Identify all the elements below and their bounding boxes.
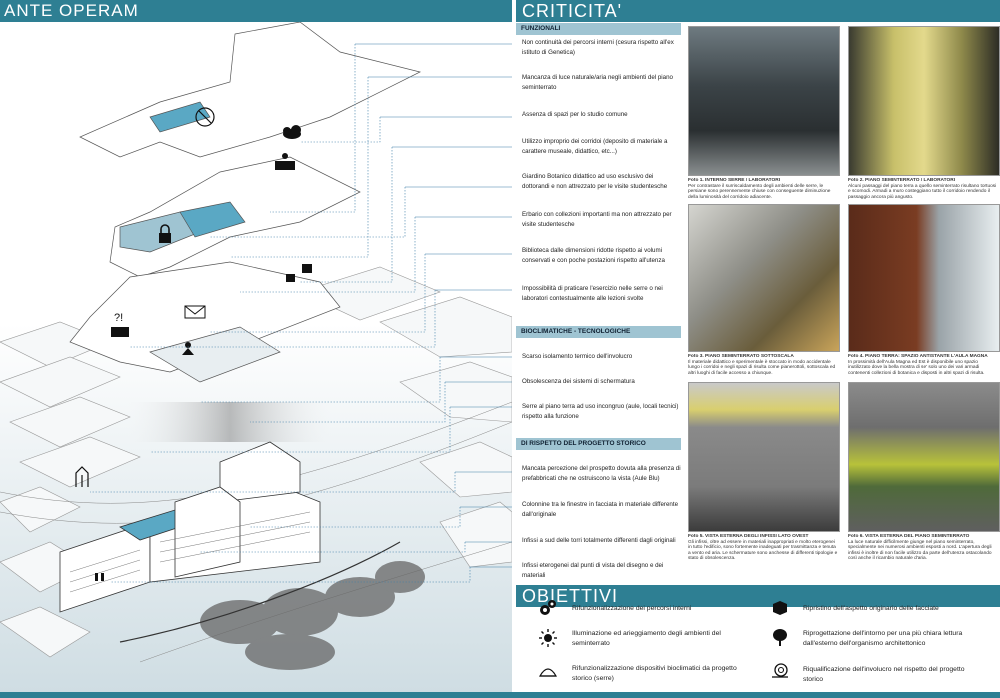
photo-1	[688, 26, 840, 176]
photo-1-caption: Foto 1. INTERNO SERRE / LABORATORI Per c…	[688, 178, 838, 200]
photo-6	[848, 382, 1000, 532]
critic-item: Infissi a sud delle torri totalmente dif…	[522, 537, 676, 544]
critic-item: Mancata percezione del prospetto dovuta …	[522, 465, 681, 482]
critic-item: Obsolescenza dei sistemi di schermatura	[522, 378, 635, 385]
obiettivi-header: OBIETTIVI	[516, 585, 1000, 607]
photo-2-title: Foto 2. PIANO SEMINTERRATO / LABORATORI	[848, 178, 956, 183]
critic-item: Colonnine tra le finestre in facciata in…	[522, 501, 679, 518]
photo-6-text: La luce naturale difficilmente giunge ne…	[848, 539, 992, 562]
ante-operam-header: ANTE OPERAM	[0, 0, 512, 22]
forbidden-icon	[195, 107, 215, 127]
photo-6-caption: Foto 6. VISTA ESTERNA DEL PIANO SEMINTER…	[848, 534, 998, 562]
sun-icon	[538, 628, 558, 648]
snail-icon	[770, 660, 790, 680]
objective-item: Riqualificazione dell'involucro nel risp…	[803, 666, 965, 683]
gears-icon	[538, 598, 558, 618]
photo-3-text: Il materiale didattico e sperimentale è …	[688, 359, 836, 376]
category-funzionali: FUNZIONALI	[516, 23, 681, 35]
desk-icon	[275, 153, 295, 170]
objective-item: Rifunzionalizzazione dei percorsi intern…	[572, 605, 692, 612]
envelope-icon	[184, 305, 206, 319]
photo-4-title: Foto 4. PIANO TERRA: SPAZIO ANTISTANTE L…	[848, 354, 988, 359]
photo-3-title: Foto 3. PIANO SEMINTERRATO SOTTOSCALA	[688, 354, 794, 359]
photo-4	[848, 204, 1000, 352]
objective-item: Riprogettazione dell'intorno per una più…	[803, 630, 963, 647]
critic-item: Serre al piano terra ad uso incongruo (a…	[522, 403, 679, 420]
boxes-icon	[286, 264, 312, 282]
critic-item: Erbario con collezioni importanti ma non…	[522, 211, 672, 228]
photo-2-text: Alcuni passaggi del piano terra a quello…	[848, 183, 997, 200]
photo-5-caption: Foto 5. VISTA ESTERNA DEGLI INFISSI LATO…	[688, 534, 838, 562]
floor-plate-mid	[109, 156, 361, 278]
photo-5	[688, 382, 840, 532]
bottom-bar	[0, 692, 1000, 698]
criticita-header: CRITICITA'	[516, 0, 1000, 22]
critic-item: Infissi eterogenei dal punti di vista de…	[522, 562, 664, 579]
objective-item: Ripristino dell'aspetto originario delle…	[803, 605, 939, 612]
photo-3	[688, 204, 840, 352]
critic-item: Assenza di spazi per lo studio comune	[522, 111, 628, 118]
photo-4-caption: Foto 4. PIANO TERRA: SPAZIO ANTISTANTE L…	[848, 354, 998, 376]
city-context	[0, 266, 512, 658]
floor-plate-top	[79, 22, 422, 158]
photo-3-caption: Foto 3. PIANO SEMINTERRATO SOTTOSCALA Il…	[688, 354, 838, 376]
critic-item: Non continuità dei percorsi interni (ces…	[522, 39, 674, 56]
photo-4-text: In prossimità dell'Aula Magna ed Est è d…	[848, 359, 985, 376]
facade-icon	[75, 466, 89, 487]
cloud-icon	[283, 125, 301, 139]
objective-item: Illuminazione ed arieggiamento degli amb…	[572, 630, 721, 647]
objective-item: Rifunzionalizzazione dispositivi bioclim…	[572, 665, 737, 682]
critic-item: Giardino Botanico didattico ad uso esclu…	[522, 173, 668, 190]
photo-5-title: Foto 5. VISTA ESTERNA DEGLI INFISSI LATO…	[688, 534, 809, 539]
worker-icon	[182, 342, 194, 355]
main-building	[59, 441, 321, 613]
connector-lines	[90, 44, 471, 583]
question-box-icon: ?!	[111, 312, 129, 337]
lock-icon	[159, 224, 171, 243]
ground-shadow	[120, 402, 340, 442]
photo-2-caption: Foto 2. PIANO SEMINTERRATO / LABORATORI …	[848, 178, 998, 200]
photo-6-title: Foto 6. VISTA ESTERNA DEL PIANO SEMINTER…	[848, 534, 970, 539]
critic-item: Mancanza di luce naturale/aria negli amb…	[522, 74, 674, 91]
greenhouse-icon	[538, 660, 558, 680]
photo-1-title: Foto 1. INTERNO SERRE / LABORATORI	[688, 178, 781, 183]
critic-item: Biblioteca dalle dimensioni ridotte risp…	[522, 247, 665, 264]
photo-2	[848, 26, 1000, 176]
photo-5-text: Gli infissi, oltre ad essere in material…	[688, 539, 838, 562]
critic-item: Utilizzo improprio dei corridoi (deposit…	[522, 138, 668, 155]
box-icon	[770, 598, 790, 618]
category-bioclimatiche: BIOCLIMATICHE - TECNOLOGICHE	[516, 326, 681, 338]
critic-item: Impossibilità di praticare l'esercizio n…	[522, 285, 663, 302]
photo-1-text: Per contrastare il surriscaldamento degl…	[688, 183, 831, 200]
tree-icon	[770, 628, 790, 648]
svg-text:?!: ?!	[114, 312, 123, 324]
site-wall	[119, 541, 401, 643]
axonometric-drawing: ?!	[0, 22, 512, 692]
critic-item: Scarso isolamento termico dell'involucro	[522, 353, 633, 360]
connector-stubs	[355, 43, 512, 568]
people-icon	[95, 573, 104, 581]
tree-silhouettes	[200, 561, 425, 670]
category-storico: DI RISPETTO DEL PROGETTO STORICO	[516, 438, 681, 450]
